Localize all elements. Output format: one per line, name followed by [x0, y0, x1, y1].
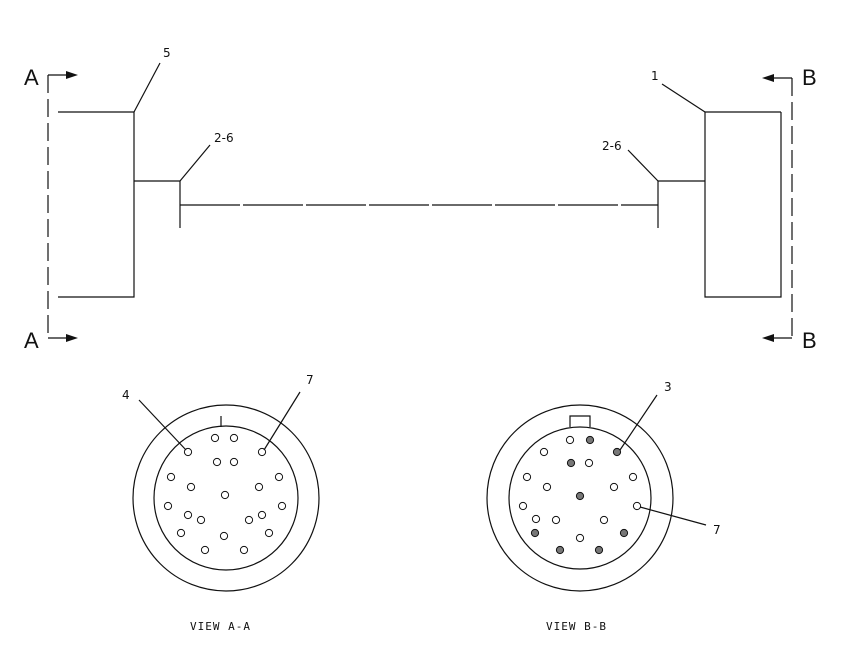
key-notch: [569, 415, 591, 427]
pin-array-a: [163, 433, 287, 555]
leader-line-7-right: [639, 506, 707, 526]
callout-3: 3: [664, 380, 672, 394]
callout-1: 1: [651, 69, 659, 83]
left-connector: [58, 111, 181, 298]
view-b-b-caption: VIEW B-B: [546, 620, 607, 633]
section-label-b-top: B: [802, 65, 817, 90]
callout-5: 5: [163, 46, 171, 60]
leader-line-3: [619, 394, 658, 451]
arrow-right-icon: [66, 71, 78, 79]
right-connector: [657, 111, 782, 298]
callout-2-6-left: 2-6: [214, 131, 234, 145]
callout-4: 4: [122, 388, 130, 402]
view-b-b: 3 7 VIEW B-B: [486, 380, 721, 633]
section-line-b: [762, 74, 793, 342]
view-a-a: 4 7 VIEW A-A: [122, 373, 320, 633]
leader-line-1: [661, 83, 706, 113]
callout-7-left: 7: [306, 373, 314, 387]
section-label-b-bottom: B: [802, 328, 817, 353]
arrow-right-icon: [66, 334, 78, 342]
callout-7-right: 7: [713, 523, 721, 537]
arrow-left-icon: [762, 74, 774, 82]
pin-array-b: [518, 435, 642, 555]
section-label-a-top: A: [24, 65, 39, 90]
section-label-a-bottom: A: [24, 328, 39, 353]
leader-line-5: [133, 62, 161, 113]
section-line-a: [47, 71, 78, 342]
leader-line-2-6-left: [179, 144, 211, 182]
view-a-a-caption: VIEW A-A: [190, 620, 251, 633]
callout-2-6-right: 2-6: [602, 139, 622, 153]
arrow-left-icon: [762, 334, 774, 342]
leader-line-2-6-right: [627, 149, 659, 182]
leader-line-4: [138, 399, 187, 451]
leader-line-7-left: [263, 391, 301, 451]
